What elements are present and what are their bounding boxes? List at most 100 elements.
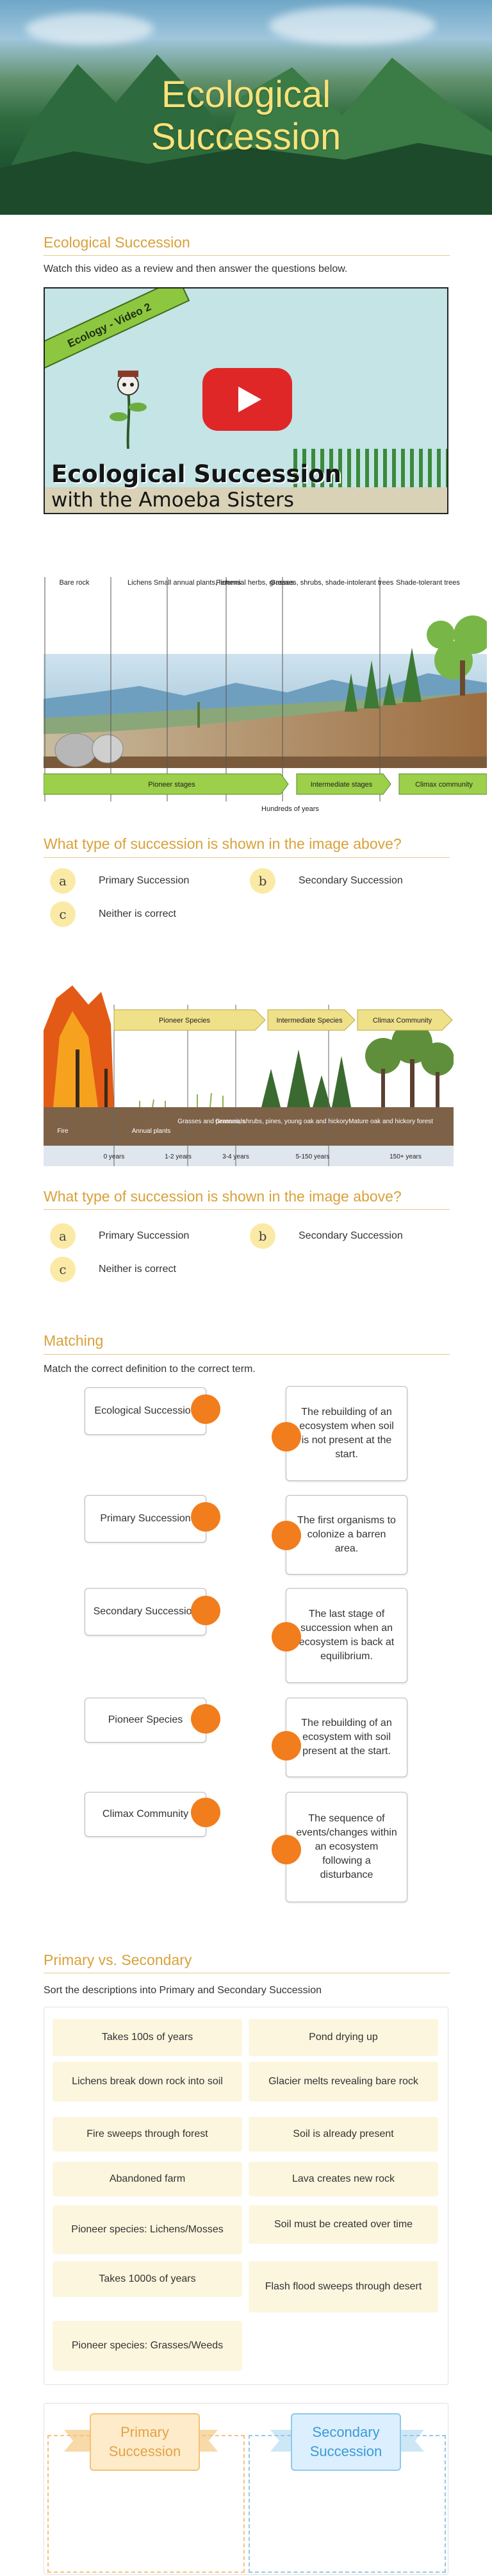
match-connector-dot[interactable] (272, 1422, 301, 1451)
time-label: 0 years (104, 1153, 125, 1160)
arrow-label: Intermediate Species (276, 1017, 343, 1025)
option-letter: b (250, 868, 275, 894)
option-label: Primary Succession (99, 875, 190, 886)
divider (44, 857, 450, 858)
sort-item[interactable]: Glacier melts revealing bare rock (249, 2062, 438, 2102)
video-title: Ecological Succession (51, 460, 341, 488)
match-connector-dot[interactable] (272, 1521, 301, 1550)
match-connector-dot[interactable] (191, 1502, 220, 1532)
answer-option-b[interactable]: b Secondary Succession (250, 868, 403, 894)
option-label: Primary Succession (99, 1230, 190, 1241)
stage-label: Shade-tolerant trees (396, 579, 460, 587)
answer-option-a[interactable]: a Primary Succession (50, 868, 189, 894)
match-definition[interactable]: The rebuilding of an ecosystem when soil… (286, 1386, 407, 1481)
time-label: 150+ years (390, 1153, 422, 1160)
arrow-label: Climax community (415, 781, 473, 789)
time-label: 5-150 years (296, 1153, 330, 1160)
instruction-text: Sort the descriptions into Primary and S… (44, 1985, 322, 1996)
stage-label: Grasses and perennials (177, 1118, 245, 1125)
video-player[interactable]: Ecology - Video 2 Ecological Succession … (44, 287, 448, 514)
cloud (269, 6, 436, 45)
match-term[interactable]: Ecological Succession (85, 1387, 206, 1435)
stage-label: Perennial herbs, grasses (216, 579, 294, 587)
stage-label: Mature oak and hickory forest (348, 1118, 433, 1125)
mountain (0, 143, 492, 215)
sort-item-pool (44, 2007, 448, 2385)
stage-label: Grasses, shrubs, pines, young oak and hi… (215, 1118, 348, 1125)
primary-bin-label: Primary Succession (90, 2413, 200, 2471)
sort-item[interactable]: Pioneer species: Grasses/Weeds (53, 2321, 242, 2371)
instruction-text: Watch this video as a review and then an… (44, 263, 348, 274)
amoeba-character-icon (110, 371, 147, 449)
option-letter: a (50, 868, 76, 894)
sort-item[interactable]: Abandoned farm (53, 2162, 242, 2196)
answer-option-a[interactable]: a Primary Succession (50, 1223, 189, 1249)
match-term[interactable]: Secondary Succession (85, 1588, 206, 1635)
sort-item[interactable]: Lichens break down rock into soil (53, 2062, 242, 2102)
divider (44, 1209, 450, 1210)
answer-option-b[interactable]: b Secondary Succession (250, 1223, 403, 1249)
match-connector-dot[interactable] (272, 1622, 301, 1652)
sort-bins-area (44, 2403, 448, 2575)
answer-option-c[interactable]: c Neither is correct (50, 901, 176, 927)
match-definition[interactable]: The last stage of succession when an eco… (286, 1588, 407, 1683)
match-term[interactable]: Climax Community (85, 1792, 206, 1837)
sort-item[interactable]: Fire sweeps through forest (53, 2117, 242, 2152)
question-title: What type of succession is shown in the … (44, 1188, 402, 1205)
play-icon[interactable] (202, 368, 292, 431)
sort-item[interactable]: Lava creates new rock (249, 2162, 438, 2196)
option-letter: a (50, 1223, 76, 1249)
arrow-label: Pioneer stages (148, 781, 195, 789)
grass-decoration (293, 449, 447, 487)
stage-label: Small annual plants, lichens (154, 579, 242, 587)
option-letter: c (50, 1257, 76, 1282)
ground-decoration (45, 487, 447, 513)
option-label: Secondary Succession (299, 875, 403, 886)
sort-item[interactable]: Pond drying up (249, 2019, 438, 2056)
match-connector-dot[interactable] (272, 1731, 301, 1761)
match-connector-dot[interactable] (191, 1798, 220, 1827)
secondary-bin-label: Secondary Succession (291, 2413, 401, 2471)
option-letter: c (50, 901, 76, 927)
sort-item[interactable]: Soil must be created over time (249, 2205, 438, 2244)
sort-item[interactable]: Flash flood sweeps through desert (249, 2261, 438, 2313)
arrow-label: Pioneer Species (159, 1017, 211, 1025)
match-term[interactable]: Pioneer Species (85, 1698, 206, 1743)
time-label: 1-2 years (165, 1153, 192, 1160)
arrow-label: Climax Community (373, 1017, 432, 1025)
sort-item[interactable]: Takes 1000s of years (53, 2261, 242, 2297)
answer-option-c[interactable]: c Neither is correct (50, 1257, 176, 1282)
divider (44, 255, 450, 256)
option-label: Neither is correct (99, 908, 176, 919)
stage-label: Fire (57, 1128, 69, 1135)
divider (44, 1354, 450, 1355)
match-definition[interactable]: The sequence of events/changes within an… (286, 1792, 407, 1902)
match-connector-dot[interactable] (191, 1704, 220, 1734)
match-term[interactable]: Primary Succession (85, 1495, 206, 1543)
arrow-label: Intermediate stages (311, 781, 373, 789)
match-definition[interactable]: The rebuilding of an ecosystem with soil… (286, 1698, 407, 1777)
match-definition[interactable]: The first organisms to colonize a barren… (286, 1495, 407, 1575)
question-title: What type of succession is shown in the … (44, 835, 402, 852)
time-label: 3-4 years (222, 1153, 249, 1160)
video-subtitle: with the Amoeba Sisters (51, 489, 294, 512)
match-connector-dot[interactable] (191, 1394, 220, 1424)
option-letter: b (250, 1223, 275, 1249)
option-label: Secondary Succession (299, 1230, 403, 1241)
sort-item[interactable]: Pioneer species: Lichens/Mosses (53, 2205, 242, 2254)
section-title: Primary vs. Secondary (44, 1952, 192, 1968)
stage-label: Grasses, shrubs, shade-intolerant trees (270, 579, 394, 587)
sort-item[interactable]: Soil is already present (249, 2117, 438, 2152)
match-connector-dot[interactable] (191, 1596, 220, 1625)
option-label: Neither is correct (99, 1264, 176, 1275)
section-title: Matching (44, 1332, 104, 1349)
secondary-succession-diagram: Pioneer Species Intermediate Species Cli… (44, 979, 454, 1183)
sort-item[interactable]: Takes 100s of years (53, 2019, 242, 2056)
match-connector-dot[interactable] (272, 1835, 301, 1864)
axis-label: Hundreds of years (261, 805, 319, 813)
instruction-text: Match the correct definition to the corr… (44, 1364, 256, 1375)
video-banner: Ecology - Video 2 (45, 289, 190, 372)
primary-succession-diagram: Bare rock Lichens Small annual plants, l… (44, 564, 487, 821)
